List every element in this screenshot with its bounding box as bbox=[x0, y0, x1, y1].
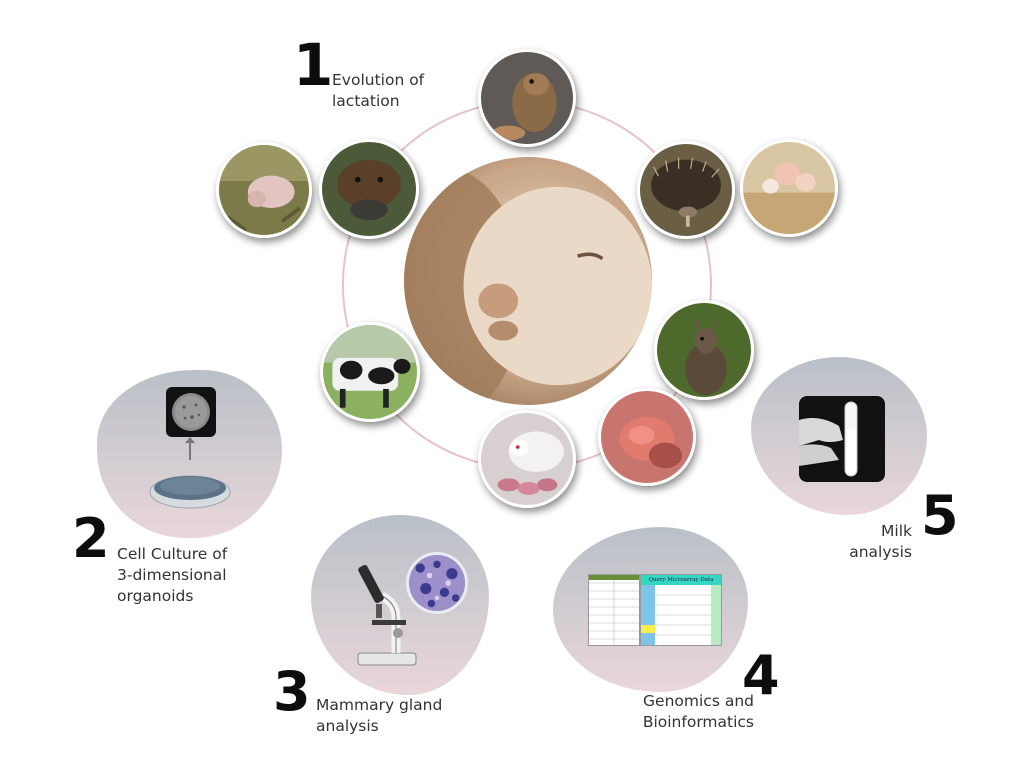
step-4-number: 4 bbox=[742, 644, 780, 707]
newborn-marsupial-photo bbox=[216, 142, 312, 238]
step-3-number: 3 bbox=[273, 660, 311, 723]
breastfeeding-infant-photo bbox=[404, 157, 652, 405]
spreadsheet-header: Query Microarray Data bbox=[641, 575, 721, 585]
seal-pup-photo bbox=[478, 49, 576, 147]
step-4-label-line-1: Genomics and bbox=[643, 692, 754, 710]
wallaby-photo bbox=[654, 300, 754, 400]
step-1-label-line-2: lactation bbox=[332, 92, 400, 110]
step-5-label-line-2: analysis bbox=[849, 543, 912, 561]
step-5-label: Milk analysis bbox=[814, 521, 912, 563]
step-4-label-line-2: Bioinformatics bbox=[642, 713, 754, 731]
step-2-label-line-1: Cell Culture of bbox=[117, 545, 228, 563]
eggs-photo bbox=[740, 139, 838, 237]
step-3-label: Mammary gland analysis bbox=[316, 695, 442, 737]
step-4-label: Genomics and Bioinformatics bbox=[620, 691, 754, 733]
spreadsheet-right-icon: Query Microarray Data bbox=[640, 574, 722, 646]
step-3-label-line-1: Mammary gland bbox=[316, 696, 443, 714]
petri-dish-icon bbox=[148, 466, 232, 510]
step-3-label-line-2: analysis bbox=[316, 717, 379, 735]
milk-test-tube-icon bbox=[799, 396, 885, 482]
step-1-label: Evolution of lactation bbox=[332, 70, 424, 112]
cow-photo bbox=[320, 322, 420, 422]
spreadsheet-left-icon bbox=[588, 574, 640, 646]
echidna-photo bbox=[637, 141, 735, 239]
platypus-photo bbox=[319, 139, 419, 239]
step-1-label-line-1: Evolution of bbox=[332, 71, 425, 89]
step-2-label-line-3: organoids bbox=[117, 587, 194, 605]
arrow-up-icon bbox=[189, 440, 191, 460]
step-2-label-line-2: 3-dimensional bbox=[117, 566, 227, 584]
arrowhead-icon bbox=[185, 437, 195, 443]
step-2-label: Cell Culture of 3-dimensional organoids bbox=[117, 544, 227, 607]
tissue-slide-icon bbox=[406, 552, 468, 614]
microscope-icon bbox=[352, 558, 432, 668]
organoid-microscopy-icon bbox=[166, 387, 216, 437]
pink-joey-photo bbox=[598, 388, 696, 486]
step-5-number: 5 bbox=[921, 484, 959, 547]
mouse-photo bbox=[478, 410, 576, 508]
step-2-number: 2 bbox=[72, 507, 110, 570]
step-5-label-line-1: Milk bbox=[881, 522, 912, 540]
step-1-number: 1 bbox=[293, 31, 334, 99]
